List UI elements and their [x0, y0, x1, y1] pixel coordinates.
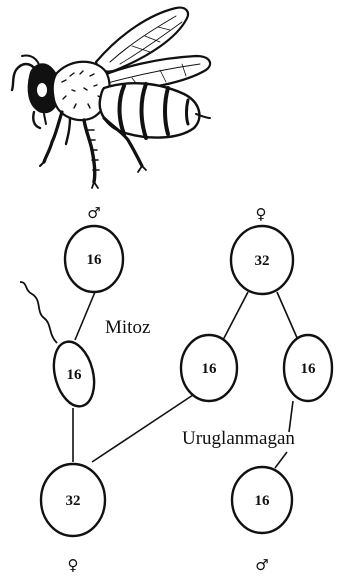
cell-egg-unfertilized: 16: [282, 333, 334, 403]
cell-egg-fertilized: 16: [179, 333, 239, 403]
sperm-tail: [19, 281, 58, 344]
chromosome-count: 16: [67, 367, 83, 383]
connector-lines: [72, 291, 299, 469]
cell-male-offspring: 16: [230, 465, 294, 535]
cell-female-offspring: 32: [39, 462, 107, 538]
chromosome-count: 16: [87, 252, 103, 268]
male-symbol-icon: ♂: [87, 204, 100, 222]
chromosome-count: 32: [255, 253, 270, 269]
chromosome-count: 32: [66, 493, 81, 509]
cell-female-parent: 32: [229, 224, 295, 296]
female-symbol-icon: ♀: [256, 205, 267, 223]
chromosome-count: 16: [255, 493, 271, 509]
line-unfertilized-to-male: [274, 451, 288, 469]
line-male-to-sperm: [74, 291, 96, 341]
bee-icon: [10, 6, 212, 189]
line-female-to-egg-left: [222, 291, 249, 341]
male-symbol-icon: ♂: [255, 556, 268, 574]
chromosome-count: 16: [202, 361, 218, 377]
mitoz-label: Mitoz: [105, 317, 150, 338]
line-egg-to-zygote: [91, 392, 197, 463]
chromosome-count: 16: [301, 361, 317, 377]
female-symbol-icon: ♀: [68, 556, 79, 574]
line-egg-to-unfertilized: [288, 400, 294, 433]
cell-male-parent: 16: [63, 224, 125, 294]
uruglanmagan-label: Uruglanmagan: [182, 428, 295, 449]
cell-sperm: 16: [52, 340, 96, 408]
line-female-to-egg-right: [276, 291, 299, 341]
